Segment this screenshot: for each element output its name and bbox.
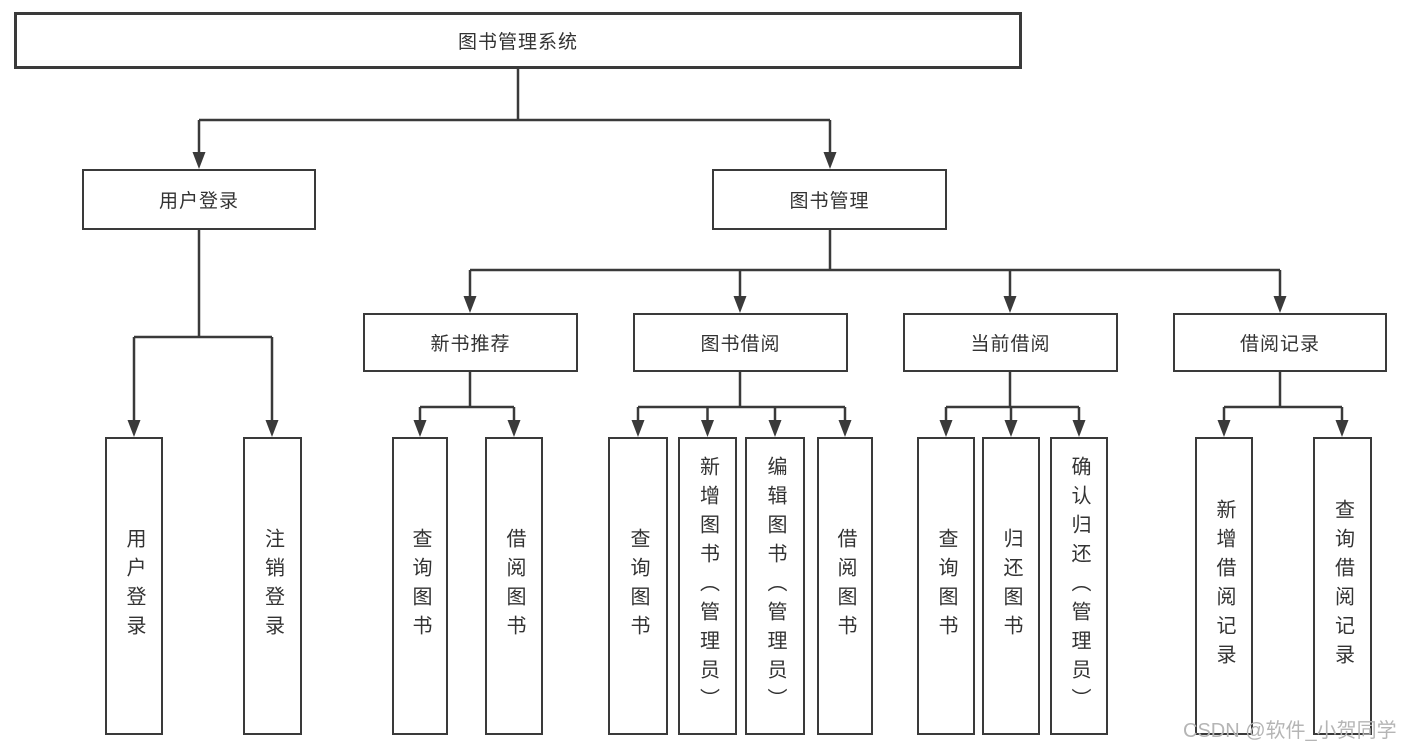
leaf-box-confirm-return-admin: 确认归还（管理员） xyxy=(1050,437,1108,735)
node-box-new-book-rec: 新书推荐 xyxy=(363,313,578,372)
leaf-box-query-book-rec: 查询图书 xyxy=(392,437,448,735)
node-box-book-mgmt: 图书管理 xyxy=(712,169,947,230)
node-label-borrow-records: 借阅记录 xyxy=(1239,334,1320,355)
connector-current-borrow-branch xyxy=(944,372,1081,422)
leaf-box-user-login: 用户登录 xyxy=(105,437,163,735)
leaf-box-logout: 注销登录 xyxy=(243,437,302,735)
node-box-current-borrow: 当前借阅 xyxy=(903,313,1118,372)
connector-borrow-records-branch xyxy=(1222,372,1344,422)
node-label-root: 图书管理系统 xyxy=(457,32,578,53)
node-label-book-borrow: 图书借阅 xyxy=(700,334,781,355)
leaf-box-query-book-borrow: 查询图书 xyxy=(608,437,668,735)
leaf-box-borrow-book-rec: 借阅图书 xyxy=(485,437,543,735)
node-box-user-login: 用户登录 xyxy=(82,169,316,230)
node-box-borrow-records: 借阅记录 xyxy=(1173,313,1387,372)
arrowheads xyxy=(127,152,1349,437)
leaf-box-add-borrow-record: 新增借阅记录 xyxy=(1195,437,1253,735)
node-label-current-borrow: 当前借阅 xyxy=(970,334,1051,355)
leaf-box-return-book: 归还图书 xyxy=(982,437,1040,735)
node-label-new-book-rec: 新书推荐 xyxy=(430,334,511,355)
leaf-box-borrow-book: 借阅图书 xyxy=(817,437,873,735)
node-label-user-login: 用户登录 xyxy=(158,191,239,212)
leaf-box-query-book-current: 查询图书 xyxy=(917,437,975,735)
node-box-book-borrow: 图书借阅 xyxy=(633,313,848,372)
connector-root-branch xyxy=(197,69,832,154)
node-label-book-mgmt: 图书管理 xyxy=(789,191,870,212)
node-box-root: 图书管理系统 xyxy=(14,12,1022,69)
leaf-box-query-borrow-record: 查询借阅记录 xyxy=(1313,437,1372,735)
csdn-watermark: CSDN @软件_小贺同学 xyxy=(1183,720,1397,742)
connector-book-borrow-branch xyxy=(636,372,847,422)
connector-new-book-rec-branch xyxy=(418,372,516,422)
connector-book-mgmt-branch xyxy=(468,229,1282,298)
leaf-box-edit-book-admin: 编辑图书（管理员） xyxy=(745,437,805,735)
leaf-box-add-book-admin: 新增图书（管理员） xyxy=(678,437,737,735)
connector-user-login-branch xyxy=(132,229,274,422)
